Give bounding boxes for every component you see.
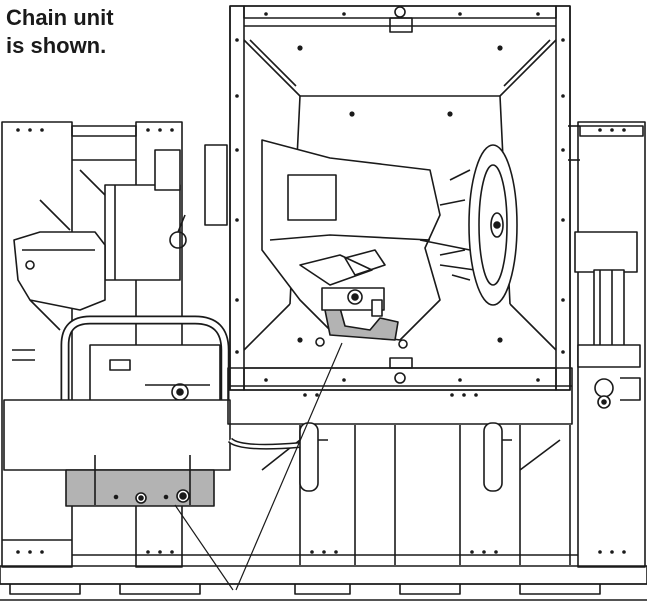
- caption-line-1: Chain unit: [6, 5, 114, 30]
- caption-label: Chain unit is shown.: [6, 4, 118, 60]
- left-housing: [3, 344, 301, 471]
- frame-bolts: [16, 128, 626, 554]
- left-mechanism: [12, 144, 228, 361]
- base-skids: [0, 565, 647, 601]
- caster-wheels: [299, 422, 512, 492]
- handle-bar: [60, 315, 230, 405]
- sprocket-disc: [439, 144, 518, 306]
- chain-unit-body: [261, 139, 476, 341]
- right-tensioner: [574, 231, 641, 409]
- chain-bracket: [315, 287, 408, 349]
- callout-leaders: [174, 342, 343, 591]
- bottom-bracket: [65, 455, 215, 507]
- caption-line-2: is shown.: [6, 33, 107, 58]
- main-frame-bolts: [235, 12, 565, 382]
